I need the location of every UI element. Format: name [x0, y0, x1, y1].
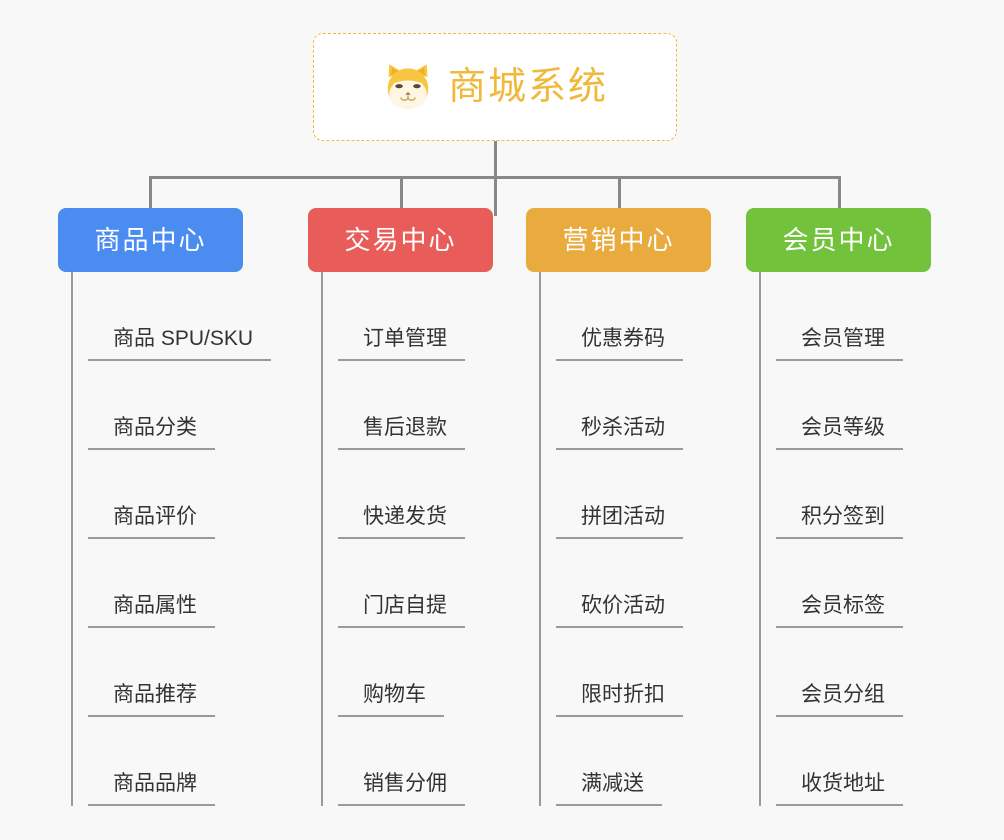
leaf-label: 快递发货: [338, 504, 465, 539]
leaf-label: 销售分佣: [338, 771, 465, 806]
list-item[interactable]: 收货地址: [776, 717, 979, 806]
list-item[interactable]: 商品推荐: [88, 628, 291, 717]
leaf-label: 优惠券码: [556, 326, 683, 361]
list-item[interactable]: 秒杀活动: [556, 361, 759, 450]
leaf-label: 会员分组: [776, 682, 903, 717]
leaf-label: 满减送: [556, 771, 662, 806]
category-header-4[interactable]: 会员中心: [746, 208, 931, 272]
list-item[interactable]: 销售分佣: [338, 717, 541, 806]
list-item[interactable]: 优惠券码: [556, 272, 759, 361]
list-item[interactable]: 商品品牌: [88, 717, 291, 806]
connector-horizontal-bus: [149, 176, 841, 179]
connector-drop-4: [838, 176, 841, 210]
leaf-label: 会员等级: [776, 415, 903, 450]
leaf-label: 积分签到: [776, 504, 903, 539]
leaf-list-3: 优惠券码 秒杀活动 拼团活动 砍价活动 限时折扣 满减送: [539, 272, 759, 806]
category-header-2[interactable]: 交易中心: [308, 208, 493, 272]
leaf-label: 商品推荐: [88, 682, 215, 717]
branch-column-2: 交易中心 订单管理 售后退款 快递发货 门店自提 购物车 销售分佣: [308, 208, 541, 806]
leaf-label: 商品 SPU/SKU: [88, 326, 272, 361]
leaf-label: 秒杀活动: [556, 415, 683, 450]
shiba-dog-face-icon: [382, 61, 434, 113]
leaf-label: 门店自提: [338, 593, 465, 628]
list-item[interactable]: 会员标签: [776, 539, 979, 628]
list-item[interactable]: 商品属性: [88, 539, 291, 628]
category-label-2: 交易中心: [344, 225, 457, 255]
list-item[interactable]: 门店自提: [338, 539, 541, 628]
list-item[interactable]: 满减送: [556, 717, 759, 806]
list-item[interactable]: 快递发货: [338, 450, 541, 539]
list-item[interactable]: 会员分组: [776, 628, 979, 717]
leaf-label: 限时折扣: [556, 682, 683, 717]
list-item[interactable]: 会员等级: [776, 361, 979, 450]
leaf-label: 拼团活动: [556, 504, 683, 539]
category-header-3[interactable]: 营销中心: [526, 208, 711, 272]
leaf-label: 订单管理: [338, 326, 465, 361]
connector-drop-2: [400, 176, 403, 210]
list-item[interactable]: 会员管理: [776, 272, 979, 361]
leaf-label: 商品评价: [88, 504, 215, 539]
list-item[interactable]: 订单管理: [338, 272, 541, 361]
leaf-label: 购物车: [338, 682, 444, 717]
root-node[interactable]: 商城系统: [313, 33, 677, 141]
leaf-label: 商品分类: [88, 415, 215, 450]
connector-drop-1: [149, 176, 152, 210]
leaf-label: 收货地址: [776, 771, 903, 806]
category-label-4: 会员中心: [782, 225, 895, 255]
leaf-label: 商品品牌: [88, 771, 215, 806]
category-header-1[interactable]: 商品中心: [58, 208, 243, 272]
category-label-1: 商品中心: [94, 225, 207, 255]
list-item[interactable]: 商品分类: [88, 361, 291, 450]
branch-column-3: 营销中心 优惠券码 秒杀活动 拼团活动 砍价活动 限时折扣 满减送: [526, 208, 759, 806]
leaf-list-4: 会员管理 会员等级 积分签到 会员标签 会员分组 收货地址: [759, 272, 979, 806]
list-item[interactable]: 限时折扣: [556, 628, 759, 717]
leaf-label: 会员标签: [776, 593, 903, 628]
leaf-label: 砍价活动: [556, 593, 683, 628]
branch-column-4: 会员中心 会员管理 会员等级 积分签到 会员标签 会员分组 收货地址: [746, 208, 979, 806]
list-item[interactable]: 商品 SPU/SKU: [88, 272, 291, 361]
root-title: 商城系统: [447, 66, 608, 108]
leaf-list-1: 商品 SPU/SKU 商品分类 商品评价 商品属性 商品推荐 商品品牌: [71, 272, 291, 806]
list-item[interactable]: 购物车: [338, 628, 541, 717]
category-label-3: 营销中心: [562, 225, 675, 255]
branch-column-1: 商品中心 商品 SPU/SKU 商品分类 商品评价 商品属性 商品推荐 商品品牌: [58, 208, 291, 806]
list-item[interactable]: 砍价活动: [556, 539, 759, 628]
leaf-label: 商品属性: [88, 593, 215, 628]
list-item[interactable]: 拼团活动: [556, 450, 759, 539]
list-item[interactable]: 售后退款: [338, 361, 541, 450]
list-item[interactable]: 积分签到: [776, 450, 979, 539]
leaf-label: 售后退款: [338, 415, 465, 450]
leaf-label: 会员管理: [776, 326, 903, 361]
leaf-list-2: 订单管理 售后退款 快递发货 门店自提 购物车 销售分佣: [321, 272, 541, 806]
list-item[interactable]: 商品评价: [88, 450, 291, 539]
connector-drop-3: [618, 176, 621, 210]
